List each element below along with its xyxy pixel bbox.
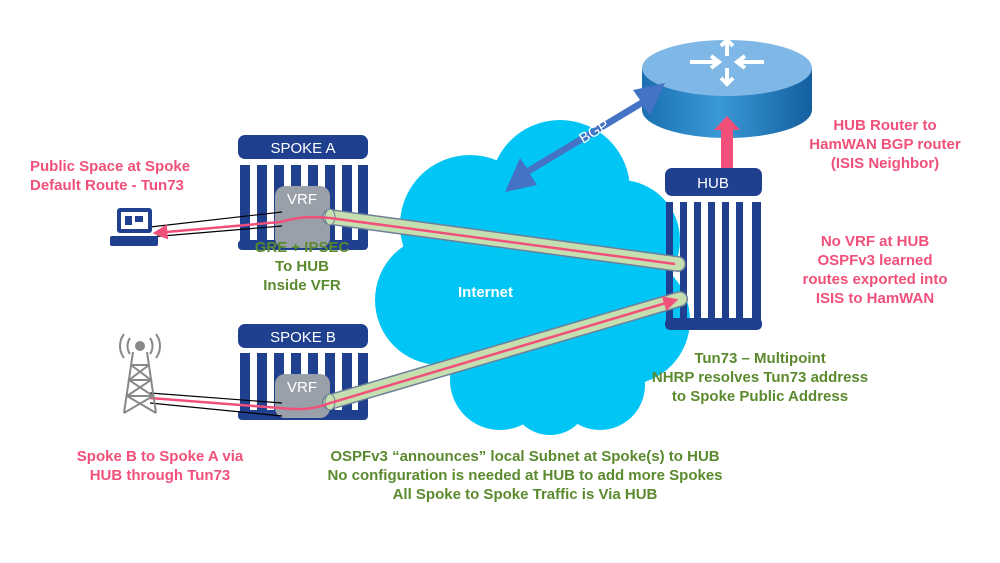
note-line: OSPFv3 learned	[817, 252, 933, 269]
bottom-note: OSPFv3 “announces” local Subnet at Spoke…	[300, 447, 750, 504]
hub-title: HUB	[697, 175, 729, 192]
computer-icon	[110, 208, 158, 246]
note-line: to Spoke Public Address	[671, 388, 849, 405]
note-line: GRE + IPSEC	[254, 239, 350, 256]
spoke-b-vrf: VRF	[287, 379, 317, 396]
hub-router-note: HUB Router to HamWAN BGP router (ISIS Ne…	[790, 116, 980, 173]
note-line: HUB Router to	[833, 117, 937, 134]
cell-tower-icon	[119, 333, 161, 414]
tun73-note: Tun73 – Multipoint NHRP resolves Tun73 a…	[640, 349, 880, 406]
spoke-b-title: SPOKE B	[270, 329, 336, 346]
hamwan-bgp-router	[642, 37, 812, 138]
note-line: NHRP resolves Tun73 address	[651, 369, 869, 386]
note-line: OSPFv3 “announces” local Subnet at Spoke…	[330, 448, 720, 465]
note-line: Public Space at Spoke	[30, 158, 191, 175]
spoke-a-device: SPOKE A VRF	[238, 135, 368, 250]
spoke-b-device: SPOKE B VRF	[238, 324, 368, 420]
note-line: No VRF at HUB	[820, 233, 930, 250]
spoke-a-title: SPOKE A	[270, 140, 335, 157]
note-line: Spoke B to Spoke A via	[76, 448, 244, 465]
traffic-path-a	[149, 211, 676, 266]
note-line: Inside VFR	[263, 277, 341, 294]
note-line: Default Route - Tun73	[30, 177, 184, 194]
tunnel-note: GRE + IPSEC To HUB Inside VFR	[238, 238, 366, 295]
spoke-a-vrf: VRF	[287, 191, 317, 208]
note-line: To HUB	[275, 258, 329, 275]
note-line: routes exported into	[802, 271, 948, 288]
note-line: HamWAN BGP router	[809, 136, 961, 153]
note-line: Tun73 – Multipoint	[694, 350, 826, 367]
note-line: ISIS to HamWAN	[815, 290, 935, 307]
internet-cloud	[375, 120, 690, 435]
spoke-b-side-note: Spoke B to Spoke A via HUB through Tun73	[60, 447, 260, 485]
internet-label: Internet	[458, 284, 514, 301]
hub-to-router-arrow	[714, 116, 740, 170]
router-icon	[690, 37, 764, 87]
note-line: All Spoke to Spoke Traffic is Via HUB	[392, 486, 658, 503]
hub-side-note: No VRF at HUB OSPFv3 learned routes expo…	[790, 232, 960, 308]
note-line: No configuration is needed at HUB to add…	[327, 467, 723, 484]
traffic-path-b	[149, 296, 679, 417]
note-line: (ISIS Neighbor)	[830, 155, 940, 172]
spoke-a-side-note: Public Space at Spoke Default Route - Tu…	[30, 157, 190, 195]
note-line: HUB through Tun73	[89, 467, 231, 484]
